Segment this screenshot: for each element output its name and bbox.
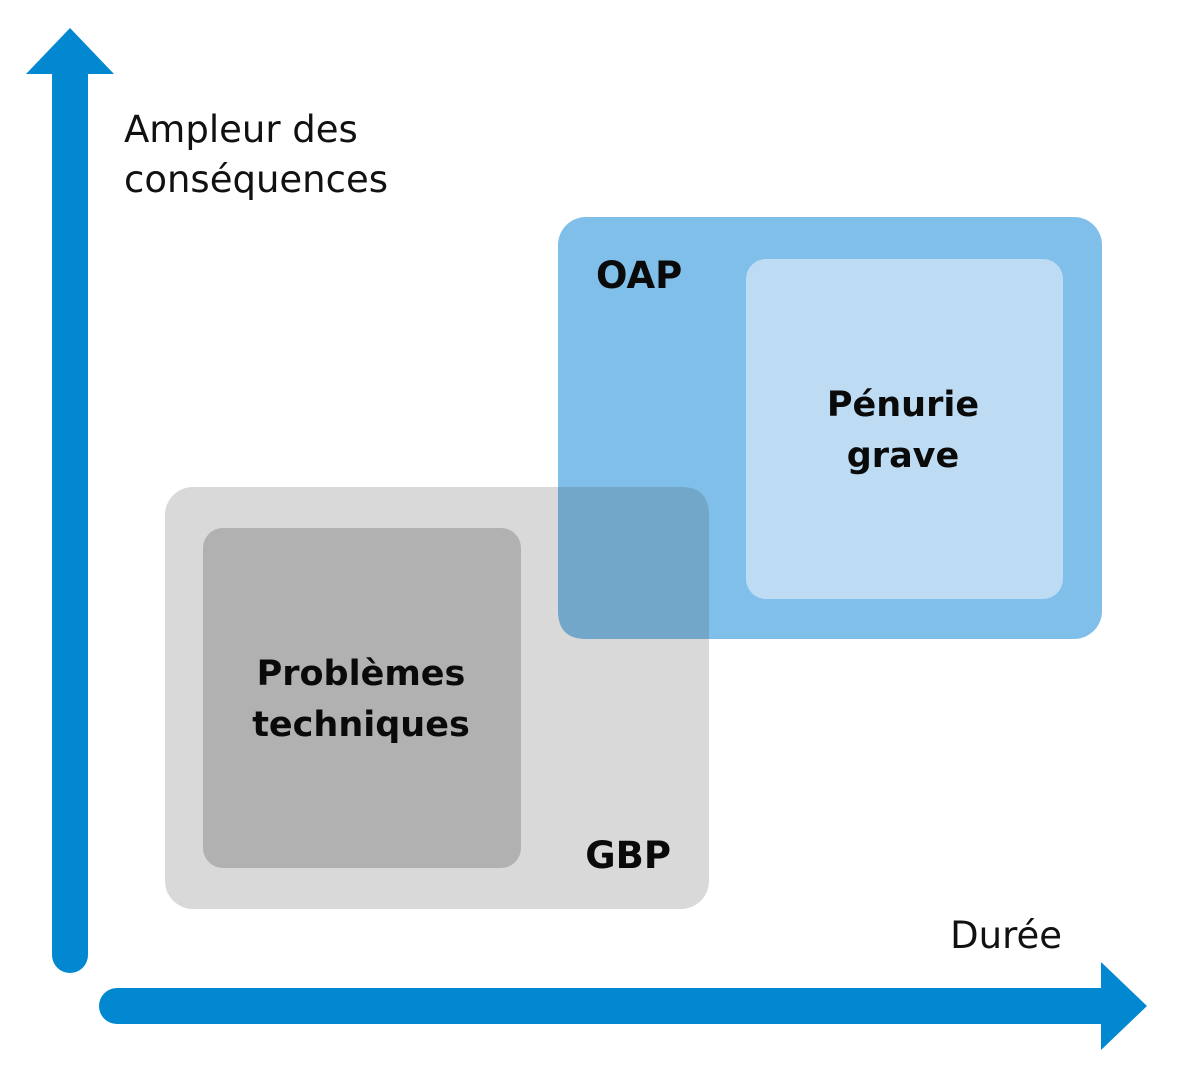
y-axis-label-line1: Ampleur des xyxy=(124,108,358,151)
problemes-label-line2: techniques xyxy=(252,705,470,745)
y-axis-label-line2: conséquences xyxy=(124,158,388,201)
x-axis-arrowhead xyxy=(1101,962,1147,1050)
overlap-region xyxy=(558,487,709,639)
penurie-label-line2: grave xyxy=(847,436,960,476)
penurie-label-line1: Pénurie xyxy=(827,385,979,425)
problemes-label-line1: Problèmes xyxy=(257,654,466,694)
y-axis-arrowhead xyxy=(26,28,114,74)
x-axis-label: Durée xyxy=(950,914,1062,957)
penurie-grave-box xyxy=(746,259,1063,599)
problemes-techniques-box xyxy=(203,528,521,868)
gbp-label: GBP xyxy=(585,834,671,877)
oap-label: OAP xyxy=(596,254,682,297)
